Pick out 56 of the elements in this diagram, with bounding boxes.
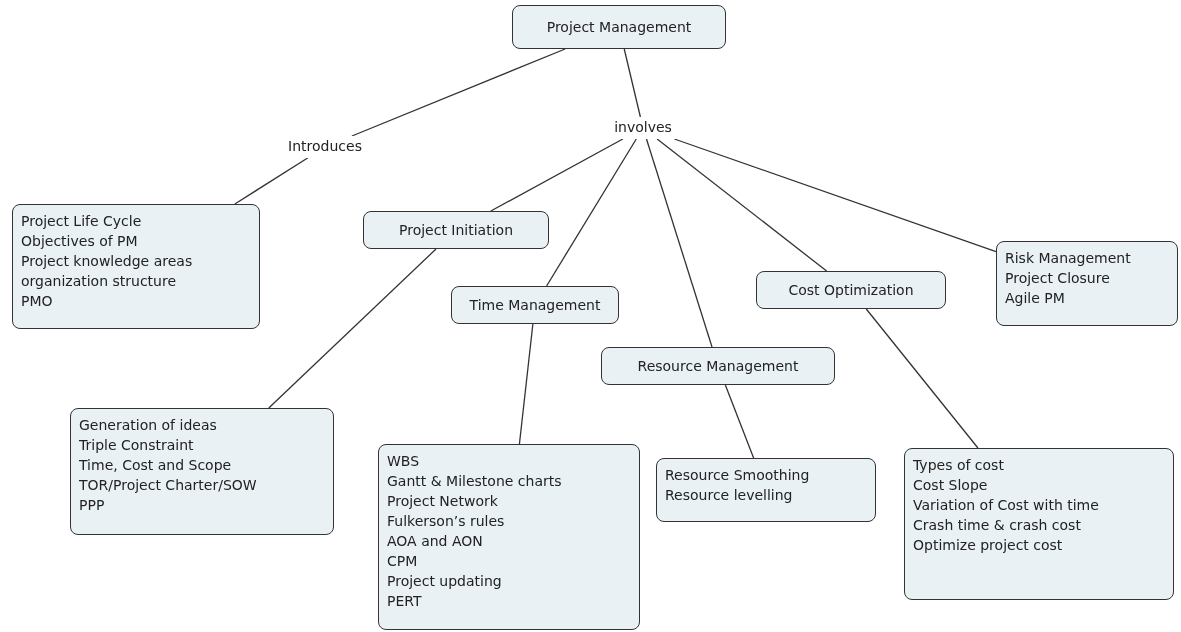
list-item: Types of cost xyxy=(913,456,1005,475)
list-item: Project Closure xyxy=(1005,269,1111,288)
connector-line xyxy=(724,384,755,459)
concept-label: Resource Management xyxy=(636,357,800,376)
concept-label: Project Initiation xyxy=(398,221,514,240)
list-item: PPP xyxy=(79,496,106,515)
concept-label: Cost Optimization xyxy=(787,281,915,300)
concept-box xyxy=(904,448,1174,600)
list-item: PERT xyxy=(387,592,423,611)
concept-box xyxy=(451,286,619,324)
list-item: Resource Smoothing xyxy=(665,466,811,485)
list-item: TOR/Project Charter/SOW xyxy=(79,476,258,495)
concept-box xyxy=(601,347,835,385)
list-item: Time, Cost and Scope xyxy=(79,456,233,475)
connector-line xyxy=(234,157,309,205)
list-item: PMO xyxy=(21,292,54,311)
connector-line xyxy=(268,248,437,409)
list-item: Gantt & Milestone charts xyxy=(387,472,563,491)
list-item: Crash time & crash cost xyxy=(913,516,1082,535)
list-item: Project updating xyxy=(387,572,503,591)
concept-box xyxy=(996,241,1178,326)
concept-box xyxy=(756,271,946,309)
concept-label: Time Management xyxy=(468,296,602,315)
concept-box xyxy=(12,204,260,329)
connector-line xyxy=(351,48,566,137)
connector-line xyxy=(545,138,637,287)
concept-label: Project Management xyxy=(545,18,693,37)
connector-line xyxy=(645,138,713,348)
concept-box xyxy=(512,5,726,49)
list-item: Agile PM xyxy=(1005,289,1066,308)
list-item: Project knowledge areas xyxy=(21,252,194,271)
concept-box xyxy=(378,444,640,630)
list-item: AOA and AON xyxy=(387,532,484,551)
concept-box xyxy=(656,458,876,522)
list-item: Project Life Cycle xyxy=(21,212,143,231)
list-item: Resource levelling xyxy=(665,486,794,505)
list-item: WBS xyxy=(387,452,421,471)
list-item: Optimize project cost xyxy=(913,536,1064,555)
list-item: organization structure xyxy=(21,272,178,291)
list-item: Project Network xyxy=(387,492,499,511)
list-item: Risk Management xyxy=(1005,249,1132,268)
connector-line xyxy=(656,138,828,272)
list-item: Generation of ideas xyxy=(79,416,218,435)
list-item: Objectives of PM xyxy=(21,232,139,251)
connector-line xyxy=(490,138,624,212)
connector-line xyxy=(673,138,997,253)
concept-box xyxy=(70,408,334,535)
connector-line xyxy=(623,48,642,118)
list-item: Cost Slope xyxy=(913,476,989,495)
connector-line xyxy=(518,323,534,445)
list-item: Triple Constraint xyxy=(79,436,195,455)
list-item: CPM xyxy=(387,552,419,571)
list-item: Fulkerson’s rules xyxy=(387,512,506,531)
concept-box xyxy=(363,211,549,249)
list-item: Variation of Cost with time xyxy=(913,496,1100,515)
connector-line xyxy=(865,308,979,449)
